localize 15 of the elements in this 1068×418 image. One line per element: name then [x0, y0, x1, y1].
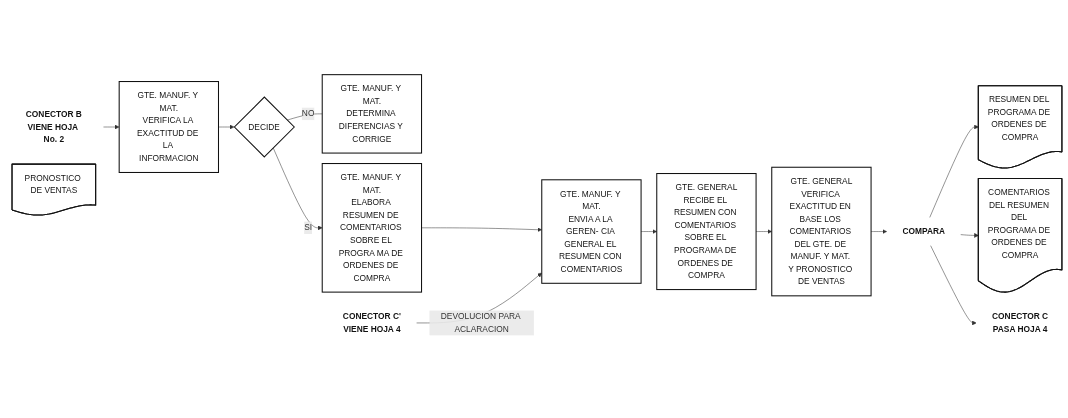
node-box: GTE. MANUF. Y MAT. DETERMINA DIFERENCIAS Y CORRIGE — [321, 74, 423, 154]
node-box: GTE. MANUF. Y MAT. ENVIA A LA GEREN- CIA GENERAL EL RESUMEN CON COMENTARIOS — [541, 179, 642, 284]
node-box: GTE. MANUF. Y MAT. ELABORA RESUMEN DE COMENTARIOS SOBRE EL PROGRA MA DE ORDENES DE COMPRA — [321, 163, 423, 293]
connector — [286, 113, 323, 121]
node-box: GTE. GENERAL RECIBE EL RESUMEN CON COMENTARIOS SOBRE EL PROGRAMA DE ORDENES DE COMPRA — [656, 173, 757, 291]
node-box: GTE. GENERAL VERIFICA EXACTITUD EN BASE LOS COMENTARIOS DEL GTE. DE MANUF. Y MAT. Y PRONOSTICO DE VENTAS — [771, 166, 872, 297]
edge-label: NO — [301, 109, 315, 119]
edge-label: DEVOLUCION PARA ACLARACION — [440, 311, 521, 334]
edge-label: SI — [304, 223, 313, 232]
node-text: CONECTOR C PASA HOJA 4 — [992, 311, 1049, 334]
node-box: GTE. MANUF. Y MAT. VERIFICA LA EXACTITUD DE LA INFORMACION — [118, 81, 219, 173]
node-diamond: DECIDE — [233, 96, 295, 158]
node-text: COMPARA — [902, 226, 946, 236]
node-text: CONECTOR B VIENE HOJA No. 2 — [25, 109, 82, 144]
node-text: CONECTOR C' VIENE HOJA 4 — [342, 311, 401, 334]
